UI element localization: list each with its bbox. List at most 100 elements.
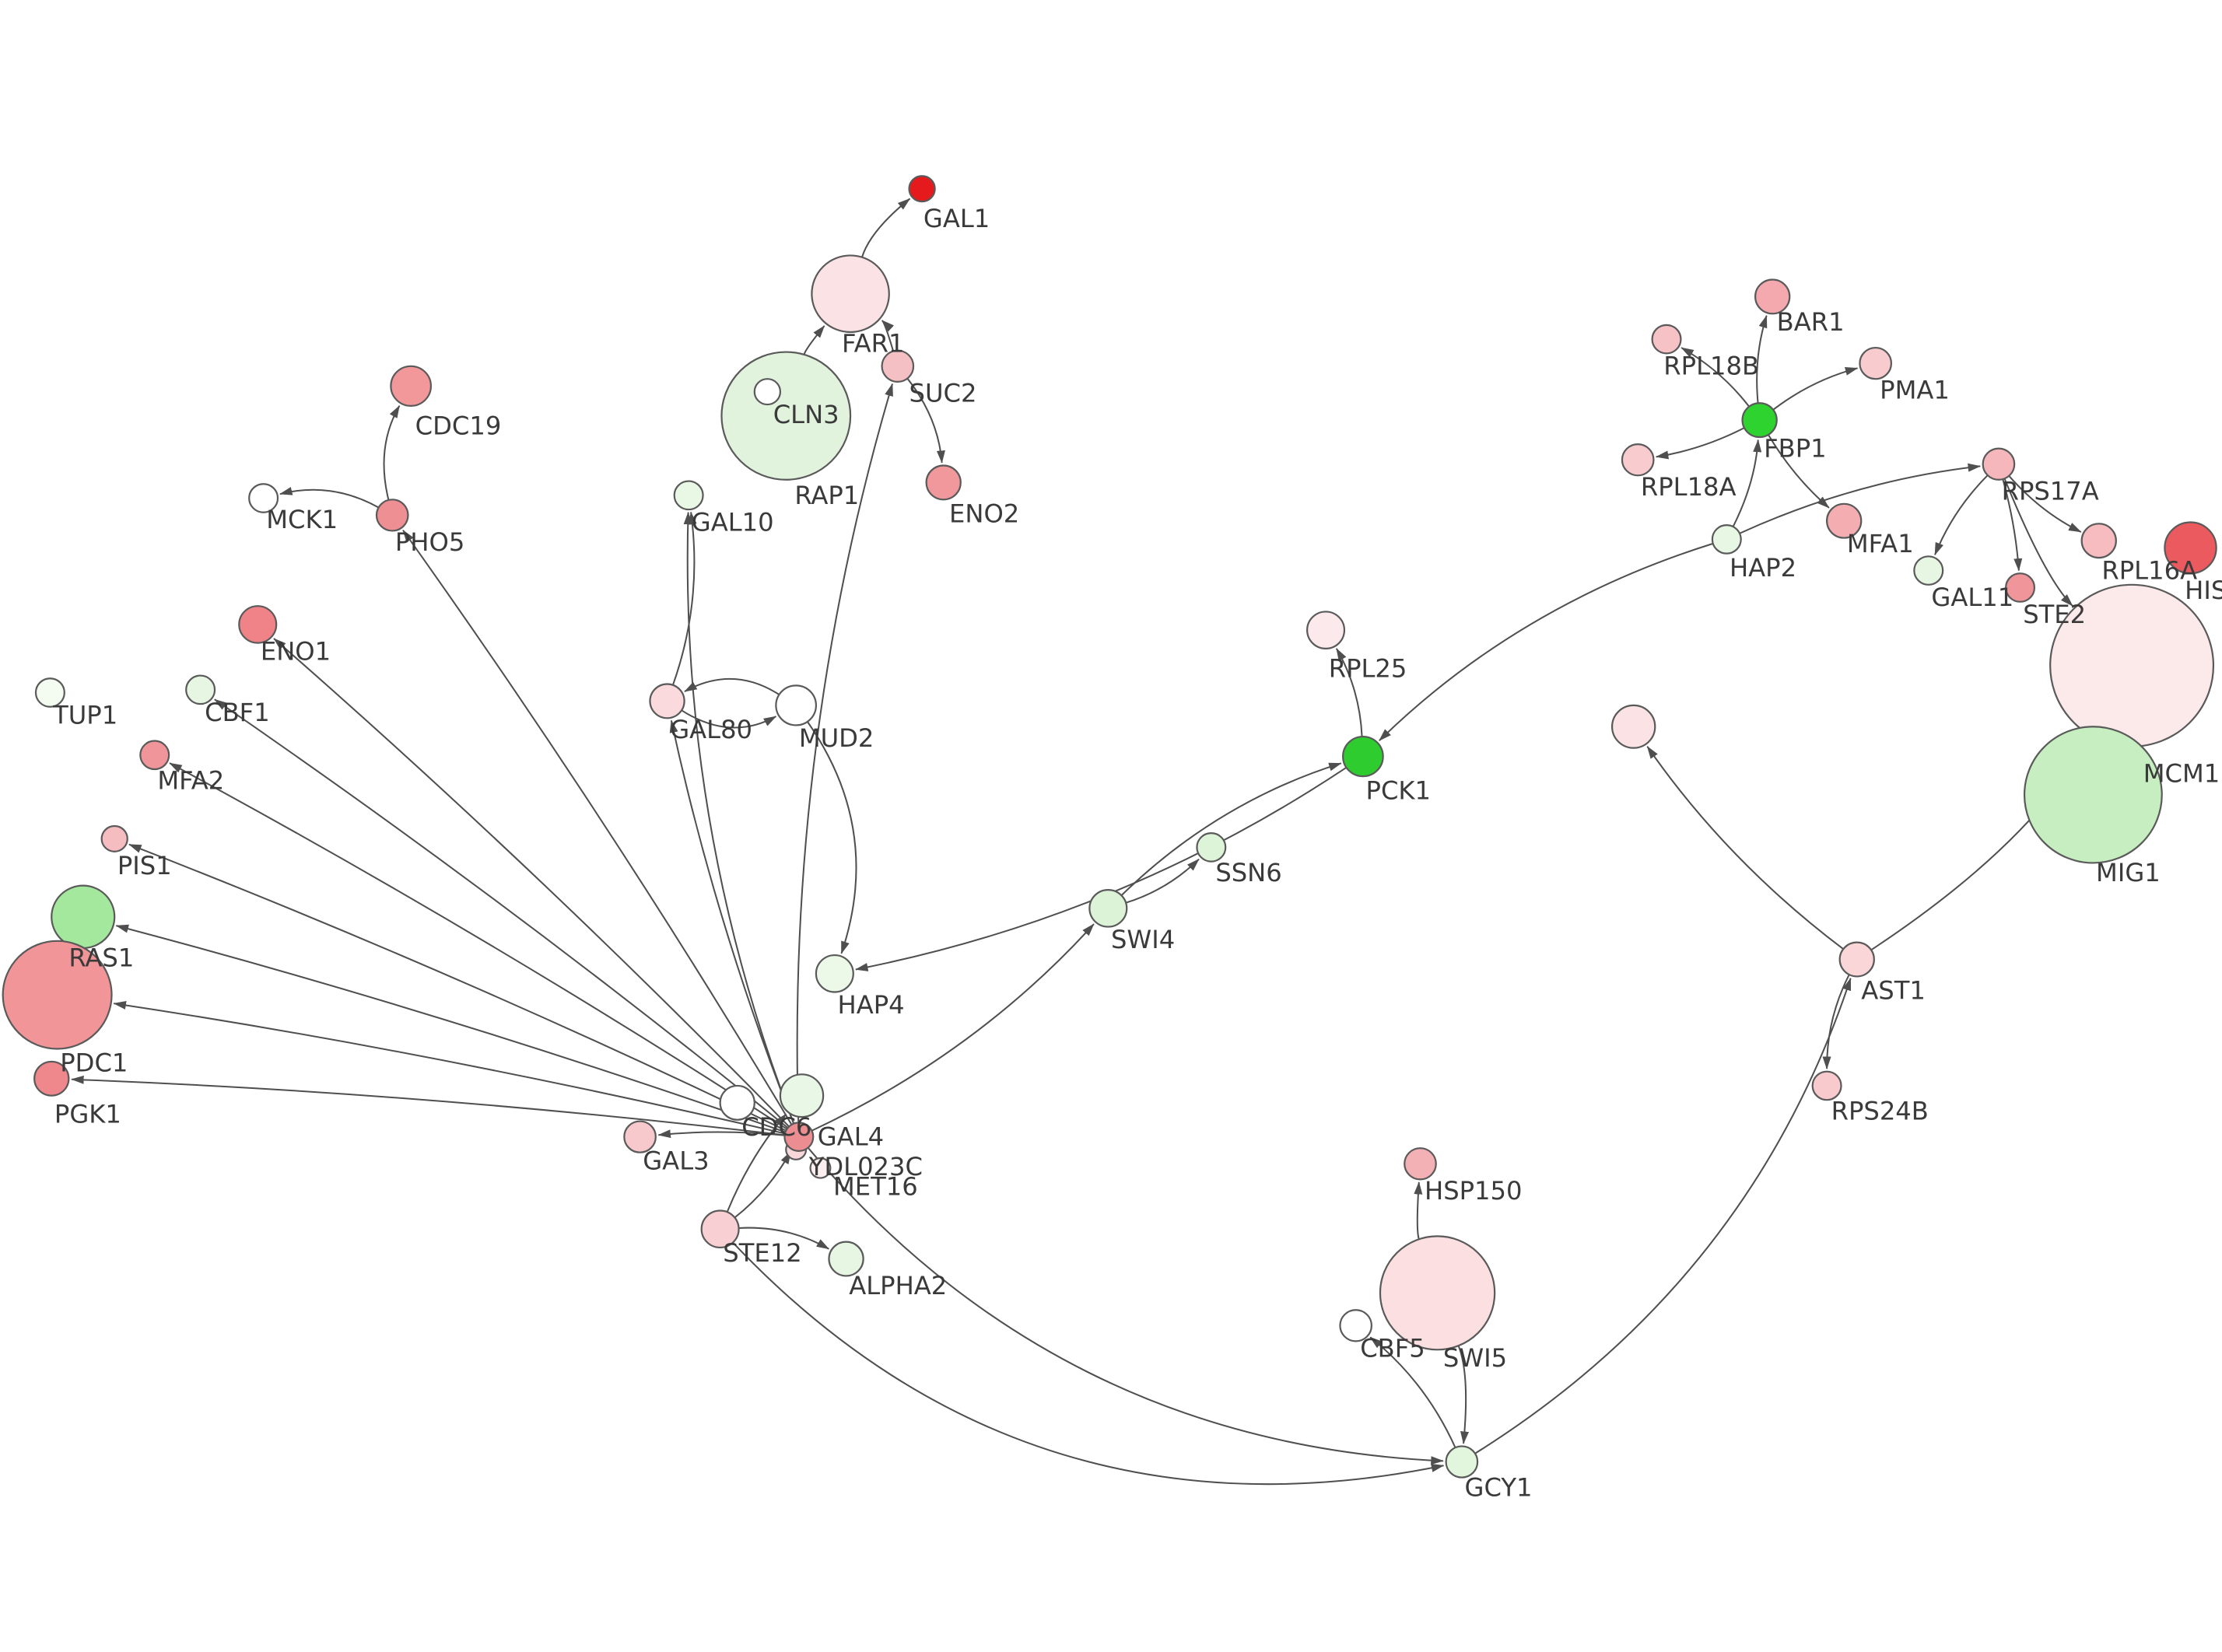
node-cbf1[interactable] (185, 674, 216, 705)
edge-ste12-hub1[interactable] (726, 1113, 787, 1213)
node-ras1[interactable] (51, 884, 116, 950)
node-hub1[interactable] (779, 1073, 825, 1118)
node-rpl25[interactable] (1306, 611, 1346, 650)
edge-fbp1-rpl18a[interactable] (1655, 427, 1745, 460)
edge-gal4-gal10[interactable] (683, 511, 795, 1125)
node-swi4[interactable] (1088, 889, 1128, 928)
node-rps24b[interactable] (1811, 1070, 1842, 1101)
edge-fbp1-bar1[interactable] (1756, 314, 1768, 404)
node-gcy1[interactable] (1445, 1445, 1479, 1479)
node-cbf5[interactable] (1339, 1309, 1373, 1342)
node-mfa1[interactable] (1825, 502, 1863, 539)
edge-gal4-pis1[interactable] (128, 843, 787, 1132)
edge-gcy1-cbf5[interactable] (1369, 1336, 1456, 1448)
edge-gal4-eno1[interactable] (273, 638, 790, 1128)
edge-gal80-mud2[interactable] (681, 709, 777, 729)
node-pck1[interactable] (1342, 735, 1384, 778)
edge-swi4-pck1[interactable] (1120, 762, 1342, 896)
edge-far1-gal1[interactable] (861, 198, 911, 257)
node-bar1[interactable] (1754, 278, 1791, 315)
edge-fbp1-rpl18b[interactable] (1681, 347, 1750, 408)
node-hap4[interactable] (815, 954, 854, 993)
node-cdc19[interactable] (390, 365, 433, 407)
node-mud2[interactable] (775, 684, 818, 726)
edge-fbp1-pma1[interactable] (1772, 367, 1859, 411)
node-cln3[interactable] (753, 378, 782, 406)
edge-ste12-gcy1[interactable] (732, 1241, 1445, 1486)
edge-gal4-pgk1[interactable] (71, 1075, 785, 1136)
node-pma1[interactable] (1859, 346, 1893, 380)
edge-gal4-cbf1[interactable] (214, 698, 789, 1129)
node-cdc6[interactable] (719, 1084, 755, 1121)
edge-gal4-suc2[interactable] (796, 383, 893, 1123)
edge-ast1-rps24b[interactable] (1822, 974, 1850, 1069)
node-ste12[interactable] (700, 1209, 740, 1249)
edge-suc2-far1[interactable] (881, 320, 895, 352)
edge-rps17a-rpl16a[interactable] (2008, 475, 2082, 533)
node-alpha2[interactable] (828, 1241, 864, 1277)
node-met16[interactable] (809, 1157, 832, 1179)
node-suc2[interactable] (881, 349, 915, 383)
edge-swi4-ssn6[interactable] (1125, 858, 1200, 904)
edge-gal4-gcy1[interactable] (807, 1147, 1444, 1465)
node-pis1[interactable] (100, 824, 128, 852)
node-rpl18b[interactable] (1651, 324, 1682, 355)
node-his4[interactable] (2164, 521, 2217, 575)
node-pho5[interactable] (375, 499, 409, 532)
edge-rps17a-mcm1[interactable] (2003, 478, 2073, 607)
node-mig1[interactable] (2023, 726, 2163, 864)
edge-suc2-eno2[interactable] (906, 378, 945, 464)
node-tup1[interactable] (34, 677, 65, 708)
edge-gal4-gal80[interactable] (669, 719, 795, 1125)
node-pgk1[interactable] (33, 1060, 70, 1097)
node-gal1[interactable] (908, 175, 936, 203)
edge-gal4-swi4[interactable] (811, 923, 1095, 1132)
edge-ste12-gal4[interactable] (734, 1150, 792, 1219)
edge-ast1-node1[interactable] (1646, 746, 1844, 950)
edge-swi5-hsp150[interactable] (1414, 1181, 1423, 1240)
node-rps17a[interactable] (1982, 447, 2016, 481)
node-gal10[interactable] (673, 480, 704, 511)
node-gal80[interactable] (649, 683, 685, 719)
node-far1[interactable] (811, 254, 890, 334)
node-ssn6[interactable] (1196, 832, 1227, 863)
node-rpl18a[interactable] (1621, 443, 1655, 477)
node-swi5[interactable] (1379, 1235, 1496, 1351)
node-gal11[interactable] (1913, 555, 1944, 586)
edge-gal4-pdc1[interactable] (113, 1001, 786, 1135)
node-rap1[interactable] (720, 351, 852, 481)
node-gal4[interactable] (783, 1122, 815, 1152)
edge-gal4-mfa2[interactable] (169, 762, 787, 1130)
edge-hap2-rps17a[interactable] (1739, 463, 1982, 534)
edge-rap1-far1[interactable] (803, 325, 825, 355)
edge-gal80-gal10[interactable] (671, 511, 697, 686)
edge-hap2-fbp1[interactable] (1732, 439, 1762, 527)
node-rpl16a[interactable] (2080, 523, 2117, 559)
edge-pho5-cdc19[interactable] (383, 404, 401, 501)
edge-mud2-hap4[interactable] (807, 721, 857, 954)
edge-gcy1-ast1[interactable] (1474, 977, 1852, 1454)
node-ste2[interactable] (2005, 572, 2036, 603)
edge-ste12-alpha2[interactable] (738, 1227, 830, 1250)
edge-hap2-pck1[interactable] (1379, 542, 1714, 741)
node-fbp1[interactable] (1741, 402, 1778, 439)
node-ast1[interactable] (1838, 941, 1875, 978)
node-eno2[interactable] (925, 464, 962, 501)
node-hap2[interactable] (1711, 524, 1742, 555)
node-node1[interactable] (1610, 704, 1656, 749)
edge-rps17a-gal11[interactable] (1934, 474, 1989, 556)
edge-pho5-mck1[interactable] (279, 487, 380, 509)
node-hsp150[interactable] (1404, 1147, 1437, 1181)
node-mfa2[interactable] (139, 740, 170, 771)
node-gal3[interactable] (623, 1120, 657, 1153)
edge-gal4-ras1[interactable] (115, 924, 786, 1133)
edge-mud2-gal80[interactable] (684, 677, 780, 695)
node-mck1[interactable] (248, 483, 279, 513)
edge-gal4-pho5[interactable] (402, 529, 793, 1125)
edge-pck1-rpl25[interactable] (1335, 648, 1363, 737)
edge-swi5-gcy1[interactable] (1457, 1345, 1470, 1444)
node-eno1[interactable] (238, 605, 278, 644)
node-pdc1[interactable] (2, 940, 113, 1050)
edge-rps17a-ste2[interactable] (2002, 478, 2023, 572)
